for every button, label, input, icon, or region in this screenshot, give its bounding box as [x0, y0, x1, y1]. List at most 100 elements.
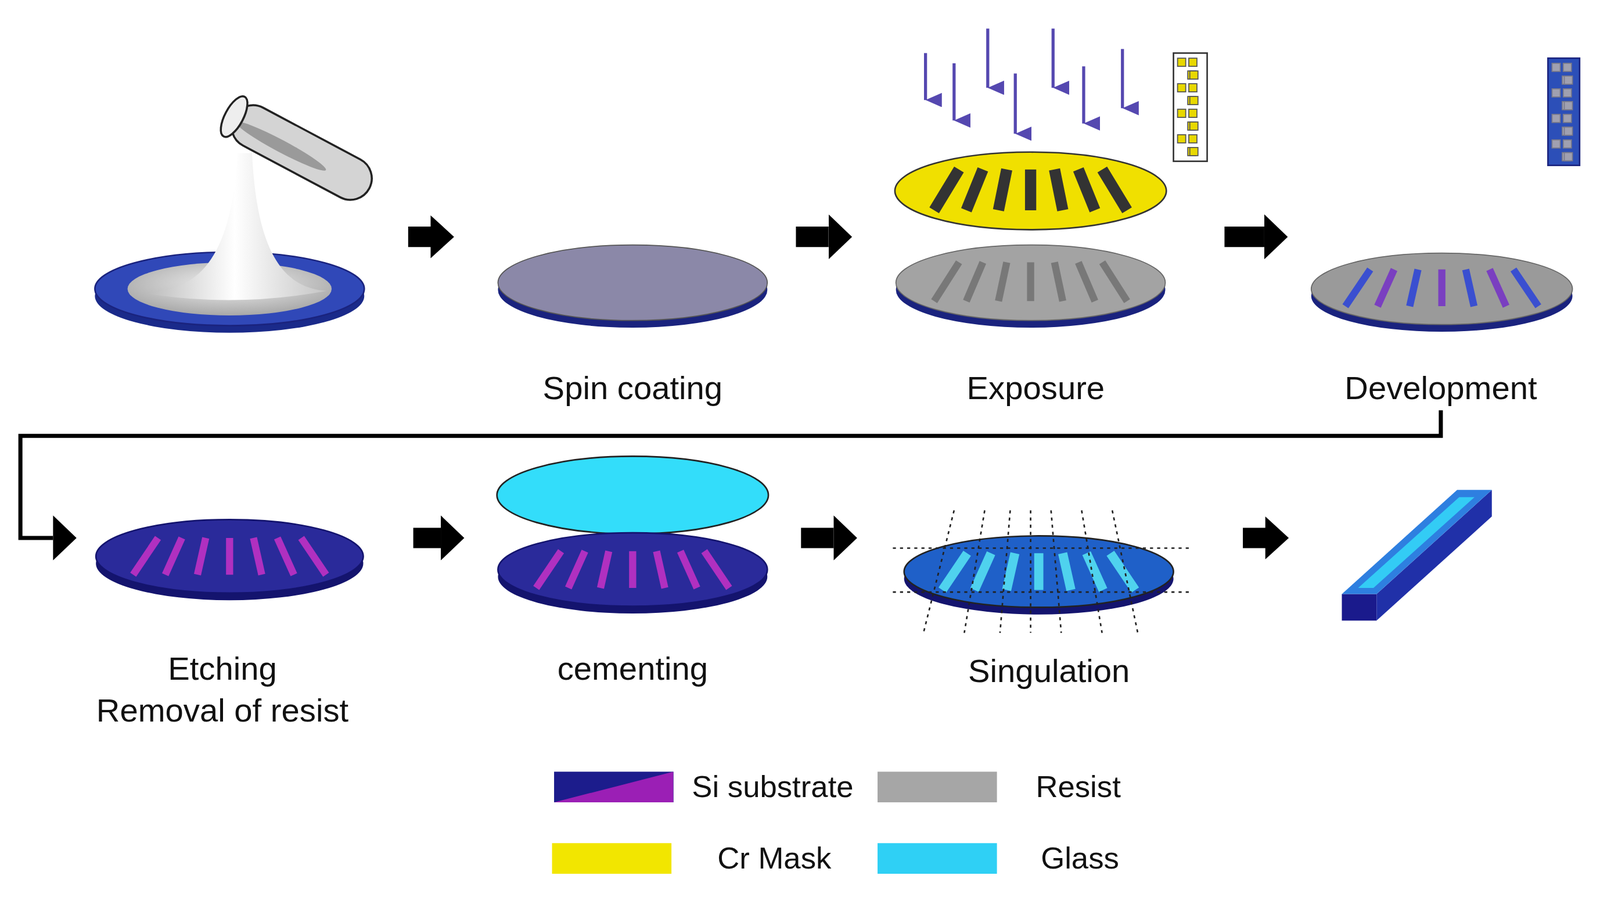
swatch-split — [554, 771, 674, 803]
legend-label: Si substrate — [691, 771, 854, 803]
chip-top — [1341, 489, 1492, 594]
etched-grooves — [132, 537, 326, 575]
pattern-line — [1078, 262, 1095, 302]
pattern-cell — [1564, 76, 1573, 85]
pattern-line — [132, 537, 158, 575]
pattern-cell — [1564, 127, 1573, 136]
step-caption: cementing — [557, 648, 708, 691]
pattern-line — [165, 537, 182, 575]
legend-label: Resist — [1035, 771, 1121, 803]
legend-swatch — [552, 842, 672, 874]
mask-plate — [894, 152, 1167, 230]
glass-plate — [497, 455, 769, 534]
pattern-line — [628, 551, 636, 588]
dicing-line — [1112, 510, 1138, 634]
step-label: Singulation — [968, 650, 1130, 693]
pattern-cell — [1551, 139, 1560, 149]
pattern-line — [942, 552, 968, 590]
slit-outline — [1078, 169, 1095, 211]
wafer — [95, 519, 363, 593]
resist-layer — [497, 245, 768, 321]
swatch-part — [554, 771, 674, 803]
pattern-cell — [1189, 70, 1199, 79]
step-arrow — [1242, 516, 1289, 560]
resist-pouring — [94, 92, 380, 333]
etched-wafer — [95, 519, 363, 600]
uv-arrow — [1081, 66, 1085, 124]
process-step: Spin coating — [459, 226, 797, 411]
step-arrow — [408, 215, 455, 259]
dicing-line — [923, 510, 955, 634]
process-step: Development — [1287, 226, 1594, 411]
dicing-line — [1081, 510, 1102, 634]
pattern-line — [998, 262, 1007, 302]
pattern-line — [301, 537, 327, 575]
pattern-cell — [1177, 83, 1186, 92]
pattern-cell — [1189, 121, 1199, 131]
dicing-line — [892, 591, 1189, 593]
detail-frame — [1173, 52, 1208, 161]
pattern-line — [1086, 552, 1103, 590]
pattern-cell — [1189, 96, 1199, 105]
dicing-line — [892, 547, 1189, 549]
pattern-line — [1054, 262, 1063, 302]
step-label: Removal of resist — [96, 689, 349, 733]
coated-wafer — [497, 245, 768, 328]
pattern-line — [1026, 262, 1034, 302]
glass-and-wafer — [497, 455, 769, 614]
pattern-line — [704, 551, 730, 588]
dicing-lines — [892, 510, 1189, 634]
pattern-line — [600, 551, 609, 588]
dicing-line — [1051, 510, 1062, 634]
uv-arrow — [1120, 48, 1124, 109]
pattern-line — [197, 537, 206, 575]
pattern-line — [966, 262, 983, 302]
pattern-line — [1062, 552, 1071, 590]
pattern-line — [1110, 552, 1136, 590]
pattern-cell — [1551, 63, 1560, 72]
pattern-cell — [1563, 139, 1572, 149]
legend-swatch — [877, 771, 998, 803]
pattern-line — [1006, 552, 1015, 590]
process-arrow — [795, 226, 829, 247]
step-label: Etching — [96, 647, 349, 690]
step-label: Spin coating — [543, 367, 723, 411]
pattern-line — [656, 551, 665, 588]
beaker — [215, 92, 380, 208]
dicing-line — [964, 510, 985, 634]
slit-outline — [1102, 169, 1128, 211]
pattern-cell — [1551, 114, 1560, 123]
chip-front — [1341, 594, 1377, 621]
pattern-cell — [1188, 109, 1197, 118]
uv-arrow — [1014, 73, 1017, 135]
beaker-mouth — [215, 92, 253, 141]
pattern-line — [536, 551, 562, 588]
pattern-cell — [1564, 152, 1573, 161]
pattern-line — [1465, 269, 1474, 307]
singulated-chip — [1341, 489, 1492, 621]
cr-mask — [894, 152, 1167, 230]
step-caption: EtchingRemoval of resist — [96, 647, 349, 733]
pattern-line — [1513, 269, 1539, 307]
process-arrow — [800, 527, 834, 548]
beaker-body — [224, 97, 380, 208]
legend-label: Glass — [1040, 842, 1120, 874]
slit-outline — [934, 169, 960, 211]
pattern-line — [1377, 269, 1394, 307]
dicing-line — [1029, 510, 1032, 634]
uv-arrow — [923, 52, 927, 100]
exposed-wafer — [896, 245, 1166, 328]
pattern-line — [1034, 552, 1044, 590]
process-step: cementing — [464, 448, 801, 691]
slit-outline — [998, 169, 1007, 211]
slit-outline — [1025, 169, 1037, 211]
pattern-cell — [1188, 83, 1197, 92]
pattern-line — [568, 551, 585, 588]
pattern-cell — [1177, 134, 1186, 143]
step-label: Exposure — [966, 367, 1106, 411]
pattern-line — [277, 537, 294, 575]
pattern-cell — [1563, 88, 1572, 97]
process-step: Singulation — [857, 505, 1235, 693]
